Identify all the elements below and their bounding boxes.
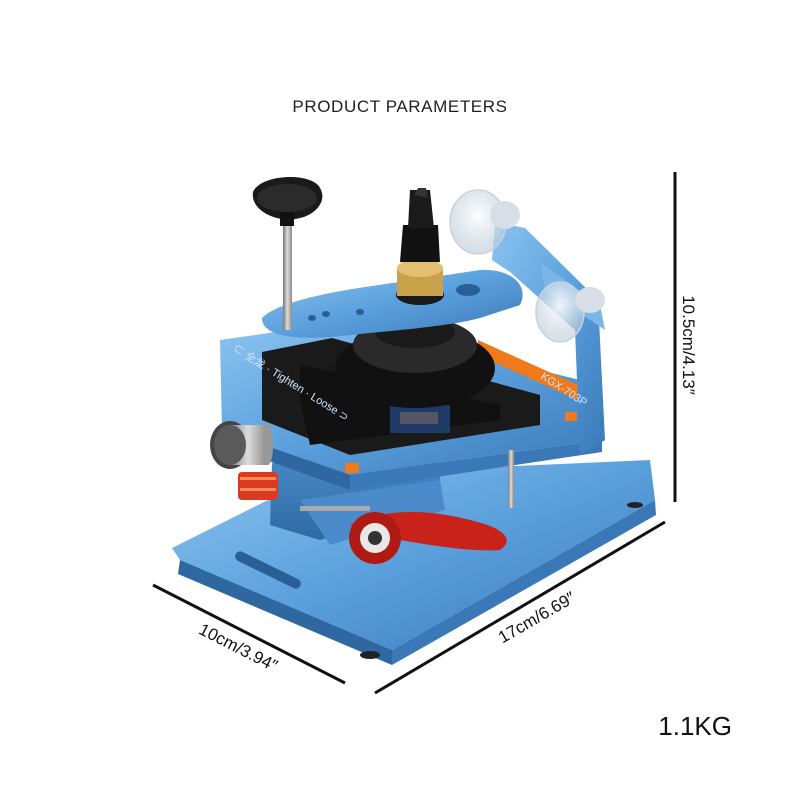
center-tower <box>396 188 444 305</box>
side-adjust-knob <box>210 421 273 469</box>
guide-rods <box>300 450 514 511</box>
weight-label: 1.1KG <box>658 711 732 741</box>
depth-dimension-line <box>152 583 346 685</box>
top-crossbar <box>262 269 523 338</box>
red-quick-release-lever <box>238 472 507 564</box>
height-dimension-label: 10.5cm/4.13″ <box>679 295 698 395</box>
width-dimension-line <box>374 520 666 695</box>
page-title: PRODUCT PARAMETERS <box>292 97 508 116</box>
clear-suction-cups <box>449 189 605 343</box>
threaded-screw-knob <box>252 176 323 330</box>
dimension-lines <box>152 172 677 695</box>
